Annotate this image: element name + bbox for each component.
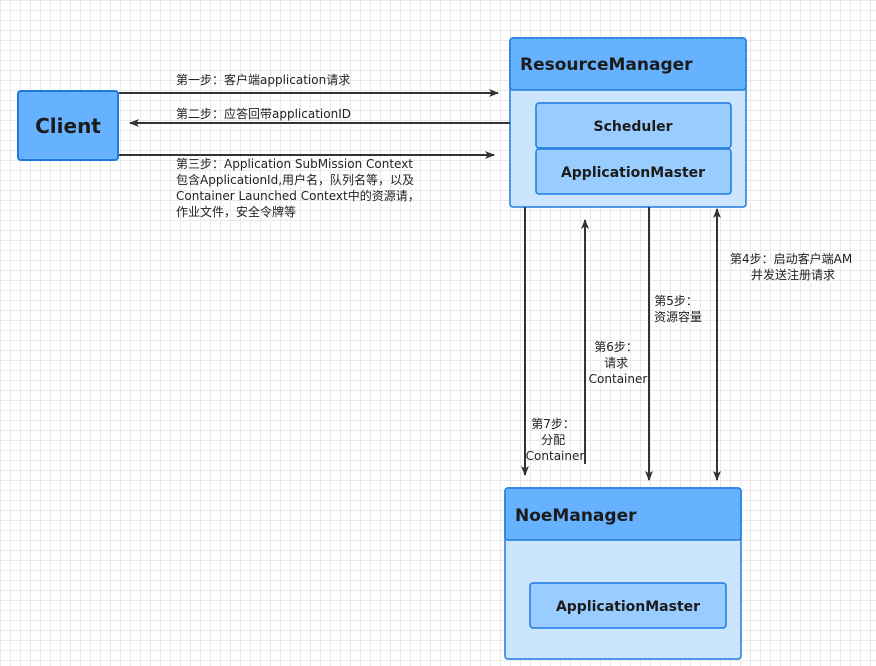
step2-label: 第二步：应答回带applicationID [176,106,351,121]
step3-line-2: 包含ApplicationId,用户名，队列名等，以及 [176,172,414,187]
step3-line-4: 作业文件，安全令牌等 [176,204,296,219]
step7-line-3: Container [526,449,585,463]
step6-line-1: 第6步： [594,340,638,354]
node-manager-container: NoeManager [504,487,742,660]
resource-manager-header [509,37,747,91]
step5-label: 第5步： 资源容量 [654,294,702,324]
client-node: Client [17,90,119,161]
node-manager-title: NoeManager [515,506,637,526]
step4-line-1: 第4步：启动客户端AM [730,251,852,266]
step7-line-2: 分配 [541,433,565,447]
step3-label: 第三步：Application SubMission Context 包含App… [176,157,424,219]
step4-line-2: 并发送注册请求 [751,267,835,282]
step4-label: 第4步：启动客户端AM 并发送注册请求 [730,251,856,282]
resource-manager-title: ResourceManager [520,55,693,75]
step5-line-2: 资源容量 [654,309,702,324]
rm-application-master-node: ApplicationMaster [535,148,732,195]
step5-line-1: 第5步： [654,294,698,308]
step7-line-1: 第7步： [531,417,575,431]
step3-line-1: 第三步：Application SubMission Context [176,157,413,171]
step7-label: 第7步： 分配 Container [526,417,585,463]
scheduler-label: Scheduler [593,119,672,135]
node-manager-header [504,487,742,541]
step3-line-3: Container Launched Context中的资源请， [176,188,420,203]
nm-application-master-label: ApplicationMaster [556,599,700,615]
rm-application-master-label: ApplicationMaster [561,165,705,181]
nm-application-master-node: ApplicationMaster [529,582,727,629]
client-label: Client [35,114,101,138]
step1-label: 第一步：客户端application请求 [176,72,350,87]
step6-line-3: Container [589,372,648,386]
scheduler-node: Scheduler [535,102,732,149]
step6-line-2: 请求 [604,356,628,370]
step6-label: 第6步： 请求 Container [589,340,648,386]
